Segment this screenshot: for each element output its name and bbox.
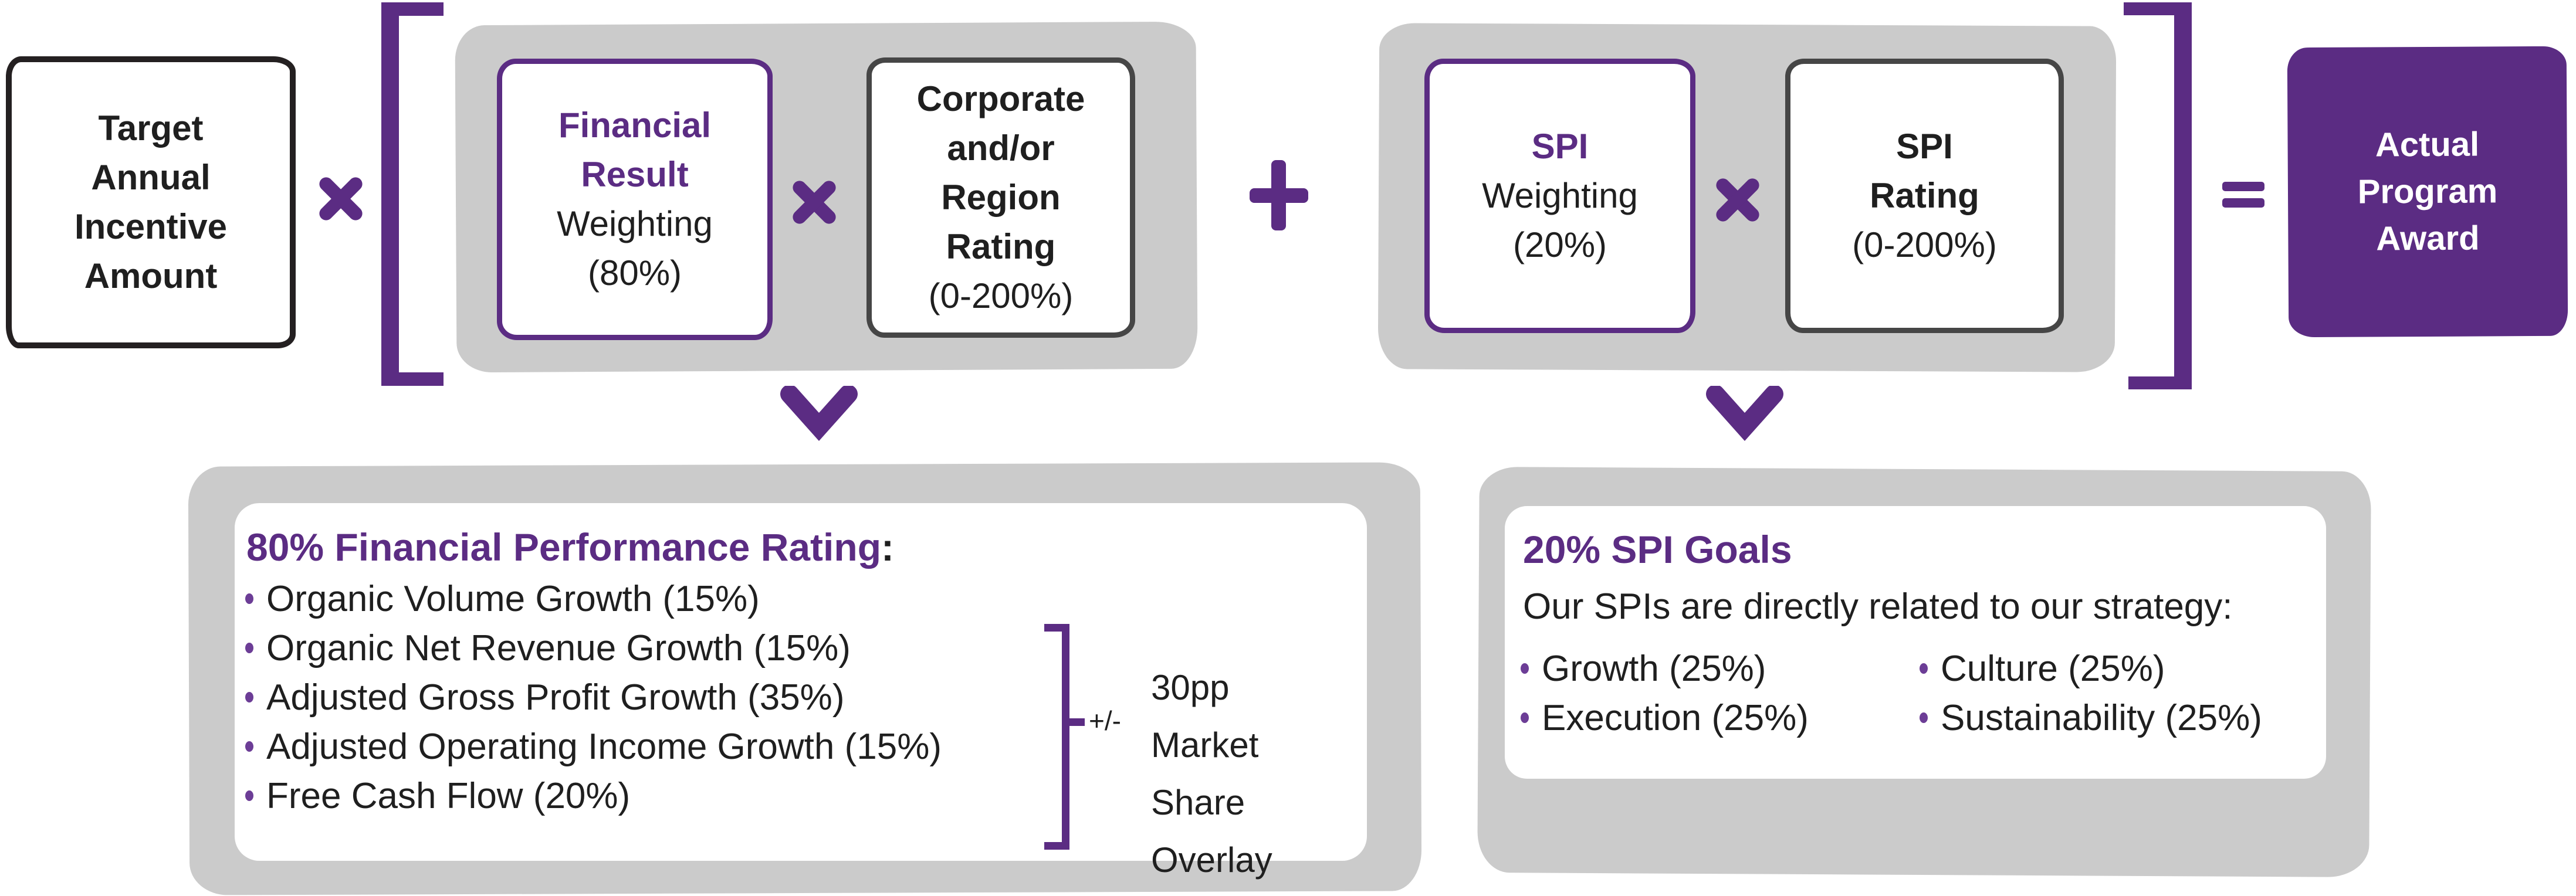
bullet-icon	[245, 593, 253, 604]
goal-label: Sustainability (25%)	[1941, 697, 2262, 738]
bullet-icon	[245, 741, 253, 752]
overlay-bracket-icon	[1062, 624, 1069, 850]
multiply-icon	[1713, 175, 1762, 225]
actual-program-award-box: Actual Program Award	[2287, 46, 2568, 338]
award-line: Program	[2357, 172, 2498, 211]
list-item: Execution (25%)	[1521, 693, 1809, 742]
overlay-line: Share	[1151, 783, 1245, 822]
award-line: Award	[2376, 219, 2480, 258]
bullet-icon	[1521, 712, 1529, 723]
spi-strategy-intro: Our SPIs are directly related to our str…	[1523, 586, 2233, 627]
spi-goals-heading: 20% SPI Goals	[1523, 528, 1792, 571]
weighting-value: (20%)	[1512, 225, 1607, 264]
overlay-line: 30pp	[1151, 668, 1230, 707]
plus-minus-label: +/-	[1089, 705, 1121, 736]
financial-performance-panel	[235, 503, 1367, 861]
list-item: Culture (25%)	[1920, 644, 2262, 693]
bullet-icon	[1920, 663, 1928, 674]
overlay-line: Overlay	[1151, 840, 1272, 880]
goal-label: Culture (25%)	[1941, 648, 2165, 689]
list-item: Adjusted Operating Income Growth (15%)	[245, 722, 942, 771]
weighting-label: Weighting	[557, 204, 713, 243]
overlay-bracket-bottom-cap	[1044, 842, 1069, 850]
equals-icon	[2222, 182, 2264, 208]
financial-metrics-list: Organic Volume Growth (15%) Organic Net …	[245, 574, 942, 820]
spi-goals-list-left: Growth (25%) Execution (25%)	[1521, 644, 1809, 742]
goal-label: Growth (25%)	[1542, 648, 1766, 689]
bullet-icon	[245, 692, 253, 702]
list-item: Free Cash Flow (20%)	[245, 771, 942, 820]
overlay-bracket-tick	[1069, 718, 1085, 726]
spi-goals-panel	[1505, 506, 2326, 779]
corporate-rating-line: Rating	[946, 227, 1056, 266]
open-bracket-top-cap	[381, 2, 444, 16]
list-item: Sustainability (25%)	[1920, 693, 2262, 742]
spi-rating-line: SPI	[1896, 127, 1953, 166]
financial-result-weighting-box: Financial Result Weighting (80%)	[497, 59, 773, 340]
spi-weighting-box: SPI Weighting (20%)	[1424, 59, 1695, 333]
spi-rating-line: Rating	[1870, 176, 1979, 215]
open-bracket-bottom-cap	[381, 372, 444, 386]
close-bracket-bottom-cap	[2128, 376, 2192, 389]
metric-label: Adjusted Gross Profit Growth (35%)	[266, 677, 845, 718]
list-item: Adjusted Gross Profit Growth (35%)	[245, 673, 942, 722]
market-share-overlay-label: 30pp Market Share Overlay	[1151, 659, 1272, 889]
spi-goals-list-right: Culture (25%) Sustainability (25%)	[1920, 644, 2262, 742]
spi-rating-range: (0-200%)	[1852, 225, 1997, 264]
corporate-rating-line: Region	[941, 178, 1061, 217]
close-bracket-icon	[2174, 2, 2192, 389]
weighting-label: Weighting	[1482, 176, 1638, 215]
open-bracket-icon	[381, 2, 399, 386]
bullet-icon	[245, 790, 253, 801]
target-line: Annual	[91, 158, 211, 197]
spi-label: SPI	[1531, 127, 1589, 166]
bullet-icon	[245, 643, 253, 653]
target-line: Incentive	[74, 207, 228, 246]
overlay-bracket-top-cap	[1044, 624, 1069, 632]
bullet-icon	[1920, 712, 1928, 723]
target-line: Amount	[84, 256, 218, 296]
plus-icon	[1250, 160, 1308, 230]
financial-performance-heading: 80% Financial Performance Rating:	[246, 525, 894, 569]
spi-rating-box: SPI Rating (0-200%)	[1785, 59, 2064, 333]
metric-label: Adjusted Operating Income Growth (15%)	[266, 726, 942, 767]
spi-goals-heading-text: 20% SPI Goals	[1523, 528, 1792, 571]
corporate-region-rating-box: Corporate and/or Region Rating (0-200%)	[866, 57, 1135, 338]
close-bracket-top-cap	[2124, 2, 2192, 15]
goal-label: Execution (25%)	[1542, 697, 1809, 738]
overlay-line: Market	[1151, 725, 1259, 765]
metric-label: Free Cash Flow (20%)	[266, 775, 631, 816]
target-annual-incentive-box: Target Annual Incentive Amount	[6, 56, 296, 348]
financial-performance-heading-text: 80% Financial Performance Rating	[246, 525, 882, 569]
multiply-icon	[790, 178, 839, 227]
multiply-icon	[316, 174, 365, 223]
corporate-rating-line: Corporate	[916, 79, 1085, 118]
financial-result-line: Financial	[558, 106, 712, 145]
corporate-rating-range: (0-200%)	[928, 276, 1074, 315]
target-line: Target	[98, 108, 204, 148]
metric-label: Organic Net Revenue Growth (15%)	[266, 627, 851, 668]
chevron-down-icon	[1706, 386, 1783, 442]
list-item: Organic Net Revenue Growth (15%)	[245, 623, 942, 673]
metric-label: Organic Volume Growth (15%)	[266, 578, 760, 619]
heading-colon: :	[881, 525, 894, 569]
list-item: Growth (25%)	[1521, 644, 1809, 693]
financial-result-line: Result	[581, 155, 689, 194]
chevron-down-icon	[780, 386, 858, 442]
bullet-icon	[1521, 663, 1529, 674]
weighting-value: (80%)	[587, 253, 682, 293]
list-item: Organic Volume Growth (15%)	[245, 574, 942, 623]
corporate-rating-line: and/or	[947, 128, 1055, 168]
award-line: Actual	[2375, 125, 2480, 164]
